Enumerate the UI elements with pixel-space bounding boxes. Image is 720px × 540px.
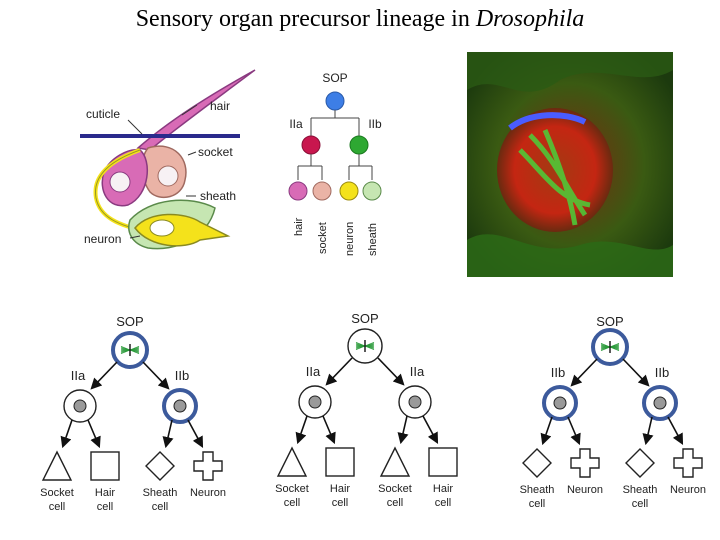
cell-shape-hair	[325, 447, 355, 477]
cell-label: Hair	[330, 483, 351, 495]
tree-label-socket: socket	[317, 222, 329, 254]
panel-sop-label: SOP	[351, 311, 378, 326]
cell-shape-hair	[90, 451, 120, 481]
cell-shape-neuron	[570, 448, 600, 478]
panel-right-label: IIb	[175, 368, 189, 383]
tree-label-iia: IIa	[289, 117, 303, 131]
anatomy-label-sheath: sheath	[200, 189, 236, 203]
cell-label-sub: cell	[49, 501, 66, 513]
cell-label: Neuron	[670, 484, 706, 496]
panel-left-label: IIb	[551, 365, 565, 380]
tree-label-neuron: neuron	[344, 222, 356, 256]
color-lineage-tree: SOP IIa IIb hair socket neuron sheath	[288, 71, 382, 256]
cell-label: Hair	[433, 483, 454, 495]
cell-shape-neuron	[193, 451, 223, 481]
cell-shape-sheath	[522, 448, 552, 478]
tree-node-hair	[288, 181, 308, 201]
cell-shape-sheath	[625, 448, 655, 478]
cell-label-sub: cell	[387, 497, 404, 509]
tree-node-socket	[312, 181, 332, 201]
cell-shape-neuron	[673, 448, 703, 478]
cell-label: Neuron	[567, 484, 603, 496]
tree-label-sop: SOP	[322, 71, 347, 85]
cell-label-sub: cell	[97, 501, 114, 513]
page-title: Sensory organ precursor lineage in Droso…	[0, 6, 720, 33]
panel-right-label: IIa	[410, 364, 425, 379]
title-italic: Drosophila	[475, 6, 585, 32]
panel-sop-label: SOP	[116, 314, 143, 329]
spindle	[518, 129, 591, 226]
title-text: Sensory organ precursor lineage in	[135, 6, 476, 32]
cell-shape-socket	[276, 446, 308, 477]
cell-label-sub: cell	[332, 497, 349, 509]
cell-shape-socket	[379, 446, 411, 477]
cell-shape-sheath	[145, 451, 175, 481]
blue-crescent	[508, 112, 587, 131]
cell-label: Sheath	[143, 487, 178, 499]
cell-label-sub: cell	[284, 497, 301, 509]
anatomy-label-neuron: neuron	[84, 232, 121, 246]
panel-left-label: IIa	[71, 368, 86, 383]
spindle-icon	[355, 340, 375, 352]
panel-left-label: IIa	[306, 364, 321, 379]
anatomy-label-hair: hair	[210, 99, 230, 113]
tree-node-sop	[325, 91, 345, 111]
tree-node-sheath	[362, 181, 382, 201]
cell-label: Sheath	[520, 484, 555, 496]
cell-shape-hair	[428, 447, 458, 477]
cell-label-sub: cell	[152, 501, 169, 513]
cell-label: Hair	[95, 487, 116, 499]
cell-label: Socket	[40, 487, 74, 499]
panel-sop-label: SOP	[596, 314, 623, 329]
cell-label: Socket	[378, 483, 412, 495]
tree-node-iia	[301, 135, 321, 155]
cell-label: Neuron	[190, 487, 226, 499]
cell-label-sub: cell	[435, 497, 452, 509]
tree-label-sheath: sheath	[367, 223, 379, 256]
cell-label-sub: cell	[529, 498, 546, 510]
tree-node-iib	[349, 135, 369, 155]
cell-label: Socket	[275, 483, 309, 495]
hair-shaft	[136, 69, 256, 151]
anatomy-label-socket: socket	[198, 145, 233, 159]
anatomy-label-cuticle: cuticle	[86, 107, 120, 121]
tree-node-neuron	[339, 181, 359, 201]
microscopy-image	[467, 52, 673, 277]
spindle-icon	[600, 341, 620, 353]
tree-label-iib: IIb	[368, 117, 382, 131]
cell-label-sub: cell	[632, 498, 649, 510]
cell-shape-socket	[41, 450, 73, 481]
sensory-organ-drawing: hair cuticle socket sheath neuron	[80, 69, 256, 250]
spindle-icon	[120, 344, 140, 356]
cell-label: Sheath	[623, 484, 658, 496]
panel-right-label: IIb	[655, 365, 669, 380]
tree-label-hair: hair	[293, 217, 305, 236]
